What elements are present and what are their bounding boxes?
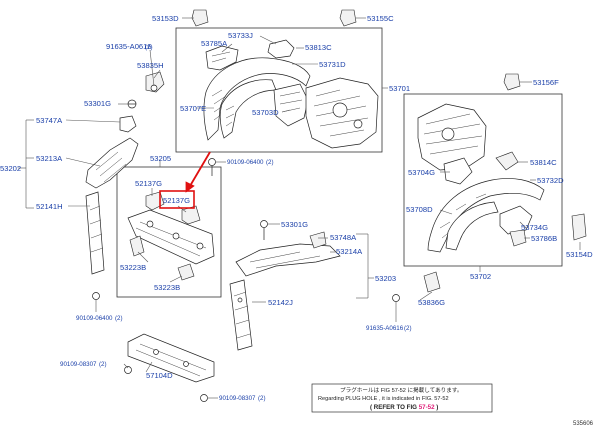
label-52137G-b[interactable]: 52137G: [163, 196, 190, 205]
label-53301G-left[interactable]: 53301G: [84, 99, 111, 108]
label-53813C[interactable]: 53813C: [305, 43, 332, 52]
part-53748A-bracket: [309, 231, 327, 249]
part-90109-06400-bolt-bottom: [92, 292, 100, 300]
plug-hole-note: プラグホールは FIG 57-52 に掲載してあります。 Regarding P…: [311, 383, 493, 413]
label-53702[interactable]: 53702: [470, 272, 491, 281]
label-53814C[interactable]: 53814C: [530, 158, 557, 167]
figure-id: 535606: [573, 421, 594, 427]
label-53301G-mid[interactable]: 53301G: [281, 220, 308, 229]
label-52142J[interactable]: 52142J: [268, 298, 293, 307]
part-53156F-clip: [503, 73, 521, 91]
box-53205-group: [116, 166, 222, 298]
label-53223B-a[interactable]: 53223B: [120, 263, 146, 272]
part-90109-06400-bolt-top: [208, 158, 216, 176]
part-53733J-brace: [267, 39, 295, 59]
part-53703D-apron: [273, 83, 309, 127]
label-53734G[interactable]: 53734G: [521, 223, 548, 232]
label-53708D[interactable]: 53708D: [406, 205, 433, 214]
label-53785A[interactable]: 53785A: [201, 39, 228, 48]
part-52141H-side-rail: [85, 191, 105, 275]
label-53701[interactable]: 53701: [389, 84, 410, 93]
box-53702-group: [403, 93, 563, 267]
note-line-jp: プラグホールは FIG 57-52 に掲載してあります。: [340, 386, 463, 394]
label-53223B-b[interactable]: 53223B: [154, 283, 180, 292]
highlight-box-52137G: [159, 190, 195, 209]
label-53836G[interactable]: 53836G: [418, 298, 445, 307]
note-line-en: Regarding PLUG HOLE , it is indicated in…: [318, 396, 449, 402]
label-53835H[interactable]: 53835H: [137, 61, 164, 70]
part-90109-08307-bolt-left: [124, 366, 132, 374]
label-91635-A0616[interactable]: 91635-A0616: [106, 42, 152, 51]
part-53785A-bracket: [205, 45, 239, 71]
note-refer-prefix: ( REFER TO FIG 57-52 ): [370, 404, 438, 411]
label-90109-08307-right[interactable]: 90109-08307: [219, 395, 256, 402]
note-refer-fig-link: 57-52: [419, 404, 435, 411]
part-53704G-apron: [443, 157, 473, 185]
leader-lines: [18, 17, 581, 399]
part-53701-apron-assy: [305, 77, 379, 149]
part-53734G-brace: [499, 205, 533, 235]
label-53747A[interactable]: 53747A: [36, 116, 63, 125]
label-53704G[interactable]: 53704G: [408, 168, 435, 177]
label-53155C[interactable]: 53155C: [367, 14, 394, 23]
part-53154D-clip: [571, 213, 587, 241]
part-53702-apron-assy: [417, 103, 487, 171]
label-53213A[interactable]: 53213A: [36, 154, 63, 163]
label-53732D[interactable]: 53732D: [537, 176, 564, 185]
label-53203[interactable]: 53203: [375, 274, 396, 283]
part-53814C-brace: [495, 151, 519, 171]
red-arrow-icon: [185, 151, 211, 193]
label-53214A[interactable]: 53214A: [336, 247, 363, 256]
label-52137G-a[interactable]: 52137G: [135, 179, 162, 188]
part-52142J-side-rail: [229, 279, 253, 351]
part-91635-A0616-bolt-b: [392, 294, 400, 302]
label-53156F[interactable]: 53156F: [533, 78, 559, 87]
label-53202[interactable]: 53202: [0, 164, 21, 173]
label-91635-A0616-b-qty: (2): [404, 325, 412, 332]
part-53708D-wheel-house-inner: [445, 201, 499, 251]
label-57104D[interactable]: 57104D: [146, 371, 173, 380]
part-53205-radiator-support: [127, 209, 215, 265]
part-90109-08307-bolt-right: [200, 394, 208, 402]
part-53732D-wheel-house-outer: [427, 178, 545, 253]
box-53701-group: [175, 27, 383, 153]
label-53731D[interactable]: 53731D: [319, 60, 346, 69]
label-53748A[interactable]: 53748A: [330, 233, 357, 242]
part-53747A-bracket: [119, 115, 137, 133]
label-53786B[interactable]: 53786B: [531, 234, 557, 243]
label-90109-08307-right-qty: (2): [258, 395, 266, 402]
label-90109-08307-left-qty: (2): [99, 361, 107, 368]
label-52141H[interactable]: 52141H: [36, 202, 63, 211]
part-53301G-bolt-left: [127, 99, 137, 109]
label-53153D[interactable]: 53153D: [152, 14, 179, 23]
part-53153D-clip: [191, 9, 209, 27]
label-91635-A0616-b[interactable]: 91635-A0616: [366, 325, 404, 332]
label-90109-06400-bottom-qty: (2): [115, 315, 123, 322]
part-53836G-bracket: [423, 271, 441, 293]
part-53214A-lower-member: [235, 243, 341, 277]
label-90109-08307-left[interactable]: 90109-08307: [60, 361, 97, 368]
part-53213A-upper-member: [85, 137, 139, 189]
part-53786B-bracket: [509, 229, 527, 247]
part-53301G-bolt-mid: [260, 220, 268, 240]
label-53733J[interactable]: 53733J: [228, 31, 253, 40]
part-53707E-wheel-house-inner: [219, 79, 277, 139]
label-90109-06400-top[interactable]: 90109-06400: [227, 159, 264, 166]
part-57104D-cross-member: [127, 333, 215, 383]
part-53731D-wheel-house-outer: [203, 57, 311, 141]
part-53155C-clip: [339, 9, 357, 27]
label-90109-06400-bottom[interactable]: 90109-06400: [76, 315, 113, 322]
part-53223B-bracket-b: [177, 263, 195, 281]
label-53707E[interactable]: 53707E: [180, 104, 206, 113]
label-53154D[interactable]: 53154D: [566, 250, 593, 259]
label-53205[interactable]: 53205: [150, 154, 171, 163]
label-91635-A0616-qty: (2): [145, 44, 153, 51]
label-53703D[interactable]: 53703D: [252, 108, 279, 117]
part-53223B-bracket-a: [129, 235, 145, 257]
label-90109-06400-top-qty: (2): [266, 159, 274, 166]
